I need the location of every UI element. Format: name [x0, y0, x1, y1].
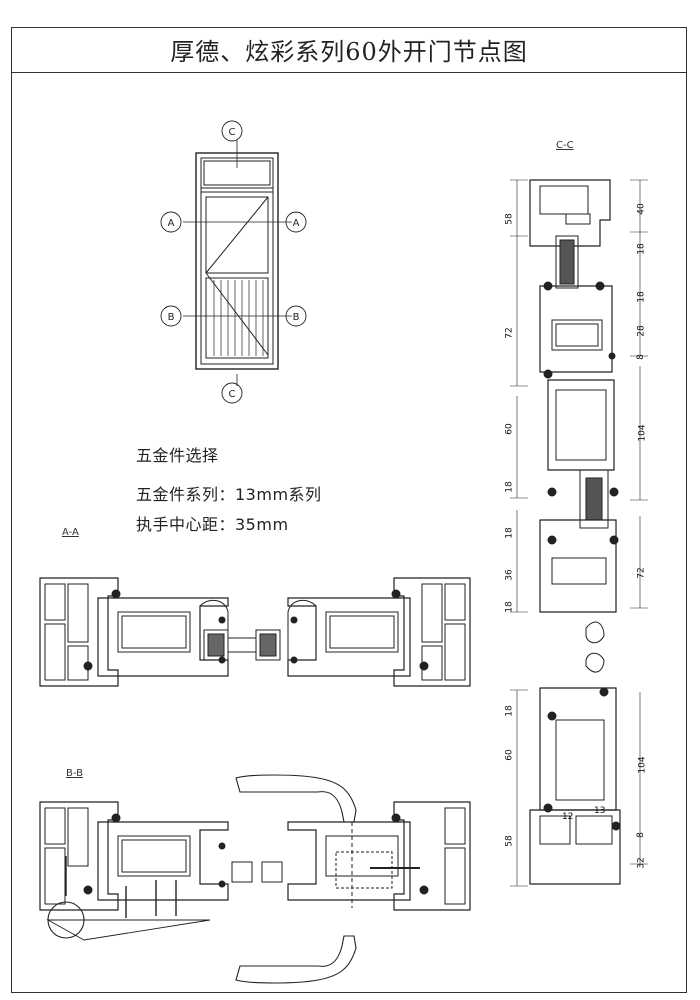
- hardware-series: 五金件系列：13mm系列: [136, 485, 322, 504]
- section-cc-profile: [529, 179, 621, 885]
- marker-a-left-label: A: [168, 218, 175, 229]
- dim-right: 40: [636, 203, 647, 215]
- marker-a-right-label: A: [293, 218, 300, 229]
- drawing-frame: [11, 27, 687, 993]
- marker-b-left-label: B: [168, 312, 175, 323]
- section-label-bb: B-B: [66, 768, 83, 779]
- marker-b-right-label: B: [293, 312, 300, 323]
- dim-right: 18: [636, 291, 647, 303]
- marker-b-left: [160, 305, 182, 327]
- section-aa-profile: [39, 577, 471, 687]
- marker-c-top-label: C: [229, 127, 236, 138]
- dim-inner-12: 12: [562, 812, 574, 822]
- marker-b-right: [285, 305, 307, 327]
- section-label-aa: A-A: [62, 527, 79, 538]
- dim-left: 72: [504, 327, 515, 339]
- dim-left: 18: [504, 705, 515, 717]
- dim-right: 18: [636, 243, 647, 255]
- marker-c-bottom-label: C: [229, 389, 236, 400]
- marker-a-right: [285, 211, 307, 233]
- marker-c-bottom: [221, 382, 243, 404]
- door-elevation: [183, 140, 292, 386]
- marker-c-top: [221, 120, 243, 142]
- dim-left: 18: [504, 601, 515, 613]
- page-title: 厚德、炫彩系列60外开门节点图: [170, 38, 528, 66]
- section-bb-profile: [39, 774, 471, 984]
- dim-inner-13: 13: [594, 806, 606, 816]
- dim-left: 18: [504, 481, 515, 493]
- dim-right: 8: [635, 832, 646, 838]
- hardware-heading: 五金件选择: [136, 446, 219, 465]
- dim-left: 18: [504, 527, 515, 539]
- dim-right: 28: [636, 325, 647, 337]
- dim-right: 72: [636, 567, 647, 579]
- marker-a-left: [160, 211, 182, 233]
- section-markers: [160, 120, 307, 404]
- title-bar: 厚德、炫彩系列60外开门节点图: [11, 27, 687, 73]
- dim-left: 60: [504, 423, 515, 435]
- section-label-cc: C-C: [556, 140, 574, 151]
- dim-right: 104: [637, 756, 648, 774]
- dim-right: 32: [636, 857, 647, 869]
- dim-left: 36: [504, 569, 515, 581]
- dim-left: 58: [504, 835, 515, 847]
- handle-center-distance: 执手中心距：35mm: [136, 515, 289, 534]
- cc-dimension-lines: [510, 179, 648, 887]
- dim-left: 58: [504, 213, 515, 225]
- dim-right: 104: [637, 424, 648, 442]
- dim-left: 60: [504, 749, 515, 761]
- dim-right: 8: [635, 354, 646, 360]
